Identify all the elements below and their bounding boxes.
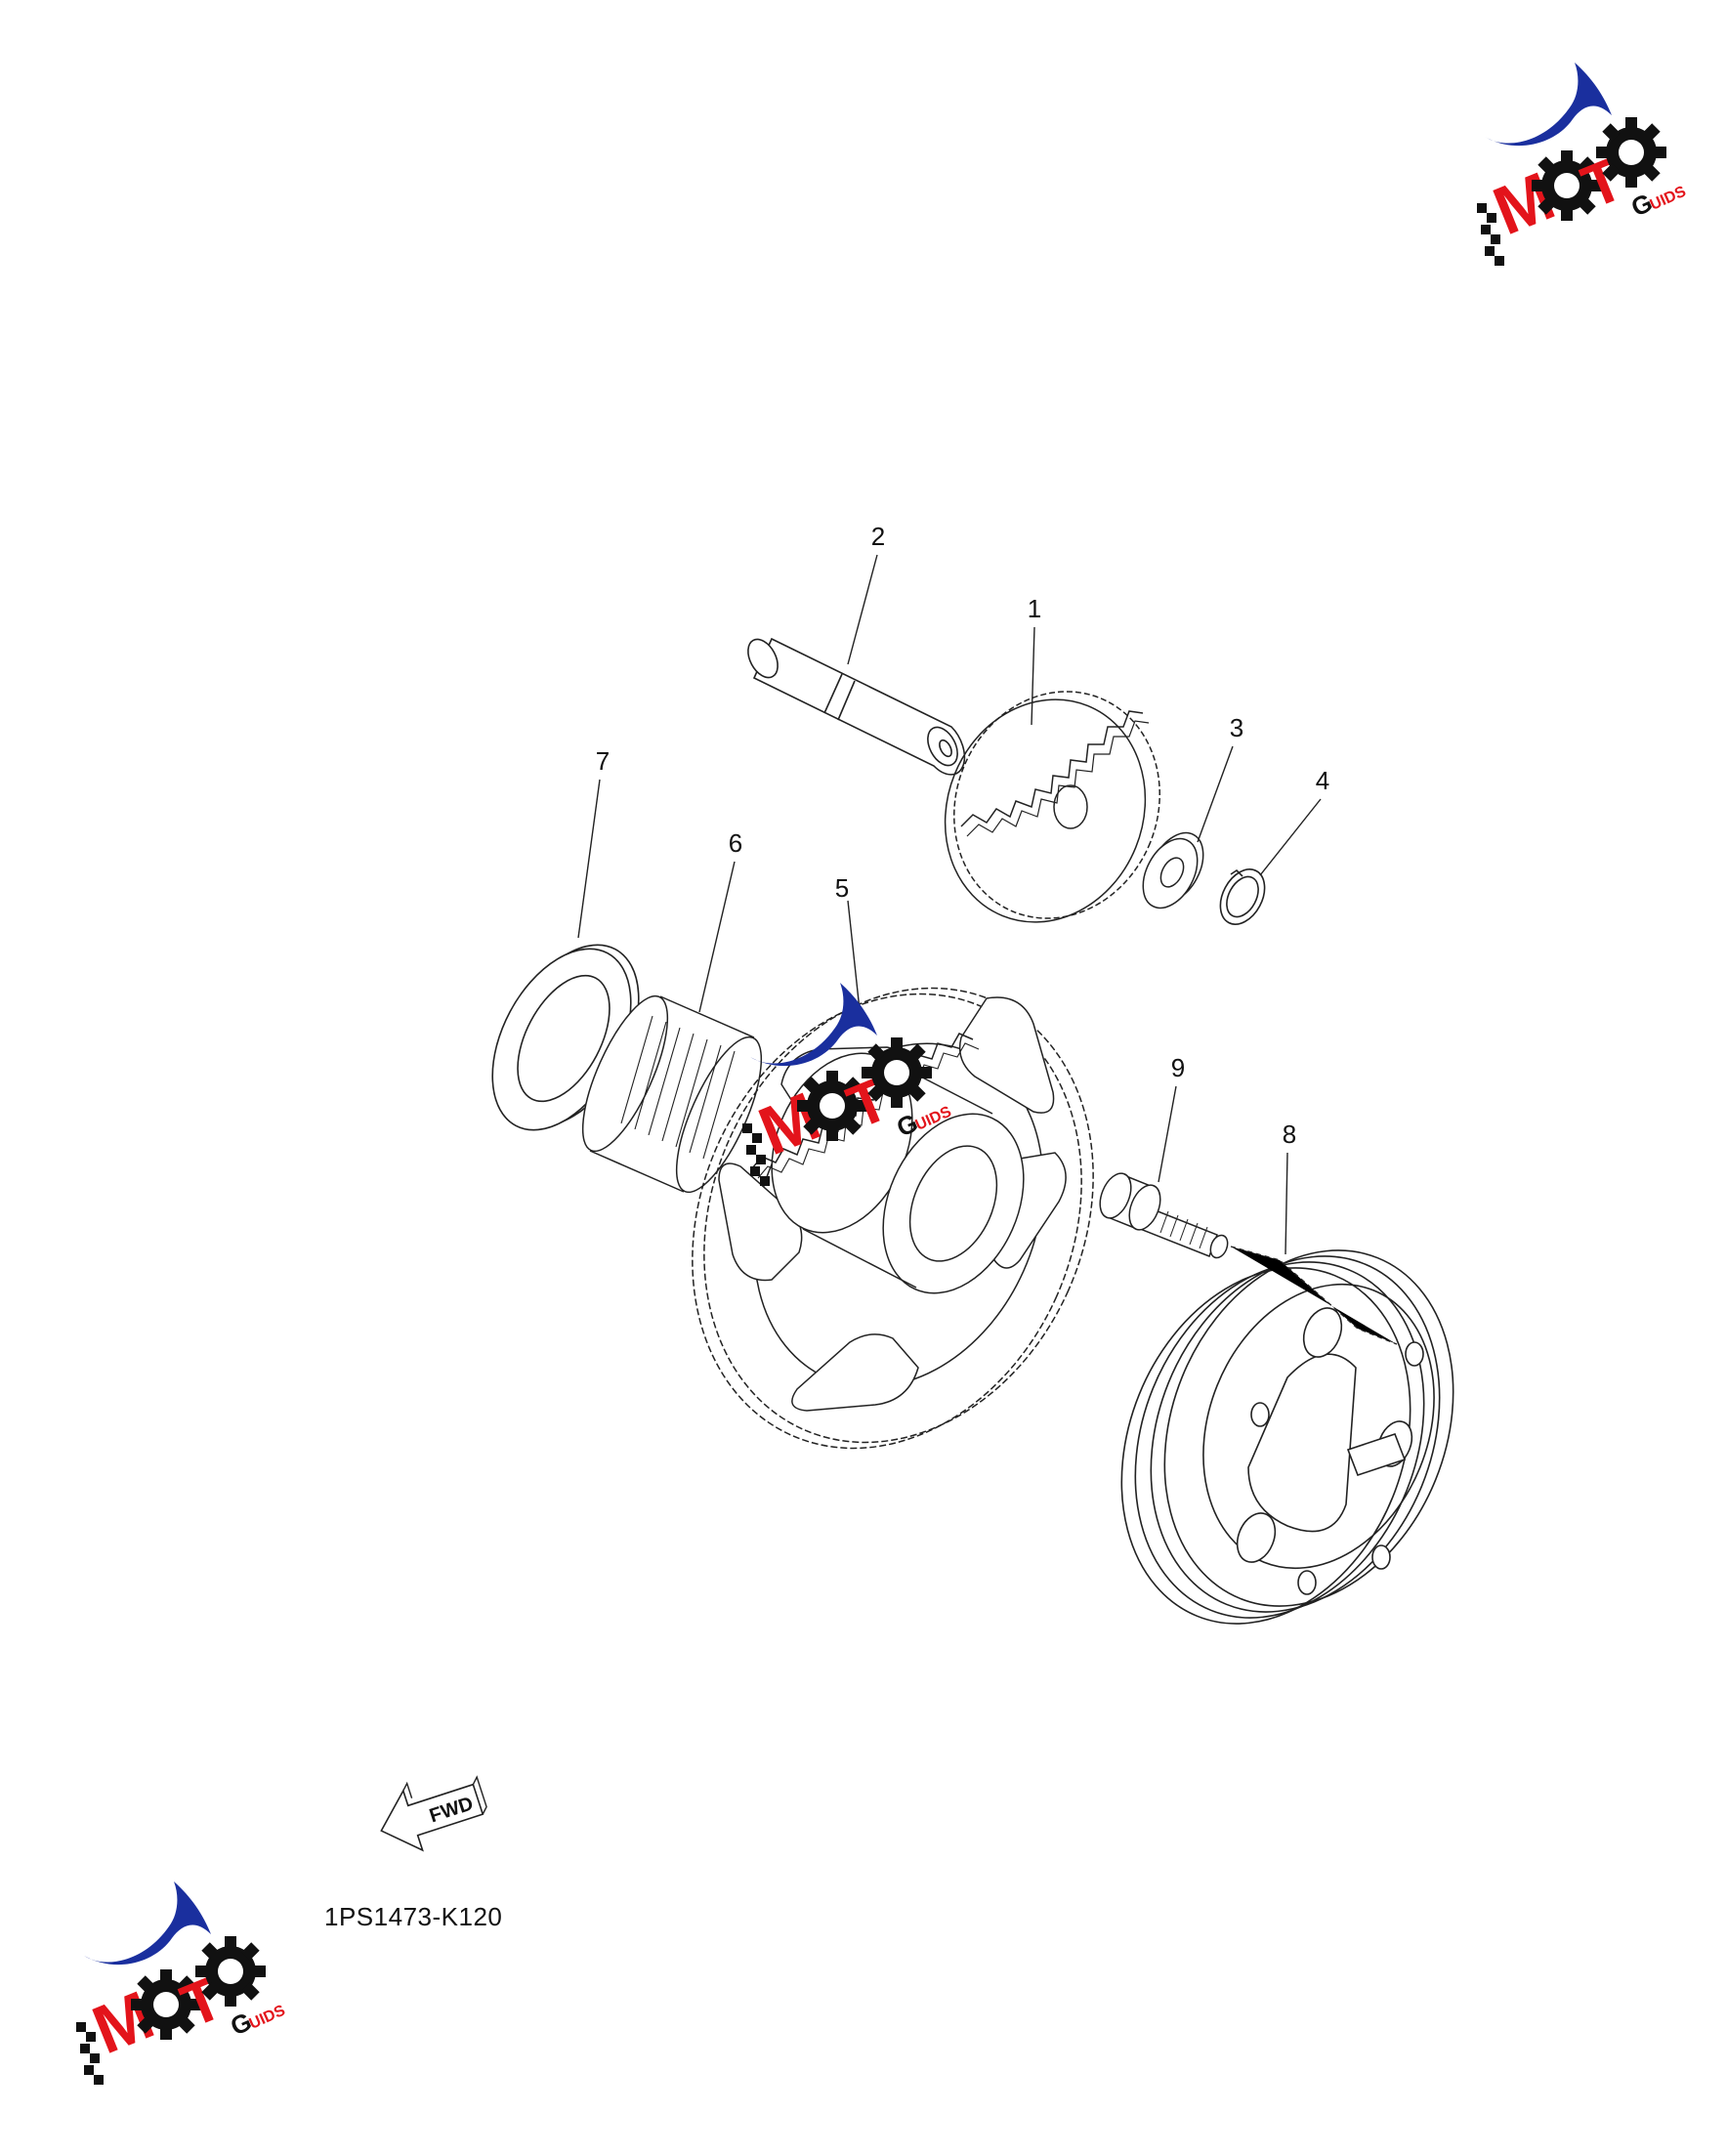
leader-lines [577, 554, 1398, 1345]
brand-logo-top-right [1477, 63, 1689, 266]
part-1-gear [944, 691, 1160, 923]
part-label: 2 [871, 522, 885, 551]
fwd-arrow-icon: FWD [380, 1775, 487, 1852]
part-9-bolt [1099, 1172, 1229, 1259]
part-5-starter-gear [692, 987, 1094, 1450]
part-label: 1 [1028, 594, 1041, 623]
part-4-circlip [1219, 868, 1266, 925]
part-label: 5 [835, 873, 849, 903]
part-label: 4 [1316, 766, 1329, 795]
part-label: 6 [729, 828, 742, 858]
part-label: 3 [1230, 713, 1243, 742]
part-3-washer [1142, 831, 1204, 909]
part-label: 8 [1283, 1120, 1296, 1149]
part-label: 7 [596, 746, 610, 776]
part-8-starter-clutch [1120, 1249, 1454, 1625]
part-label: 9 [1171, 1053, 1185, 1082]
drawing-code: 1PS1473-K120 [324, 1902, 503, 1931]
part-2-shaft [747, 637, 966, 776]
brand-logo-bottom-left [76, 1881, 288, 2085]
part-labels: 1 2 3 4 5 6 7 8 9 [596, 522, 1329, 1149]
part-6-needle-bearing [581, 994, 763, 1194]
